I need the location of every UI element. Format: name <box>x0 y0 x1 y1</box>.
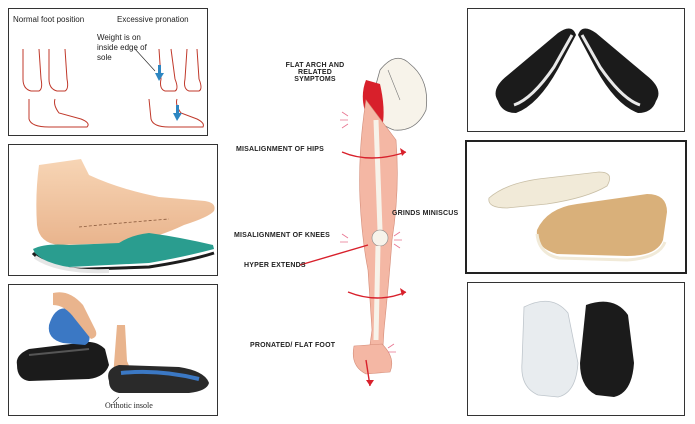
foot-on-insole-illustration <box>31 159 215 274</box>
weight-note: Weight is on inside edge of sole <box>97 33 147 62</box>
shoe-insole-panel: Orthotic insole <box>8 284 218 416</box>
grinds-miniscus-label: GRINDS MINISCUS <box>392 210 459 217</box>
tan-insoles-photo <box>488 171 667 262</box>
normal-foot-label: Normal foot position <box>13 15 85 24</box>
pronation-sketch-illustration <box>22 48 204 128</box>
hyper-extends-label: HYPER EXTENDS <box>244 262 306 269</box>
pronated-label: PRONATED/ FLAT FOOT <box>250 342 336 349</box>
excessive-pronation-label: Excessive pronation <box>117 15 189 24</box>
foot-insole-panel <box>8 144 218 276</box>
hips-label: MISALIGNMENT OF HIPS <box>236 146 324 153</box>
black-insoles-photo <box>495 28 659 114</box>
white-black-insoles-panel <box>467 282 685 416</box>
orthotic-insole-caption: Orthotic insole <box>105 401 153 410</box>
skeleton-leg-illustration <box>299 57 428 387</box>
orthotic-shoes-illustration <box>16 292 209 404</box>
pronation-sketch-panel: Normal foot position Excessive pronation… <box>8 8 208 136</box>
black-insoles-panel <box>467 8 685 132</box>
flat-arch-label: FLAT ARCH AND RELATED SYMPTOMS <box>285 62 345 83</box>
white-black-insoles-photo <box>521 300 634 398</box>
leg-alignment-diagram: FLAT ARCH AND RELATED SYMPTOMS MISALIGNM… <box>230 40 460 420</box>
knees-label: MISALIGNMENT OF KNEES <box>234 232 330 239</box>
tan-insoles-panel <box>465 140 687 274</box>
